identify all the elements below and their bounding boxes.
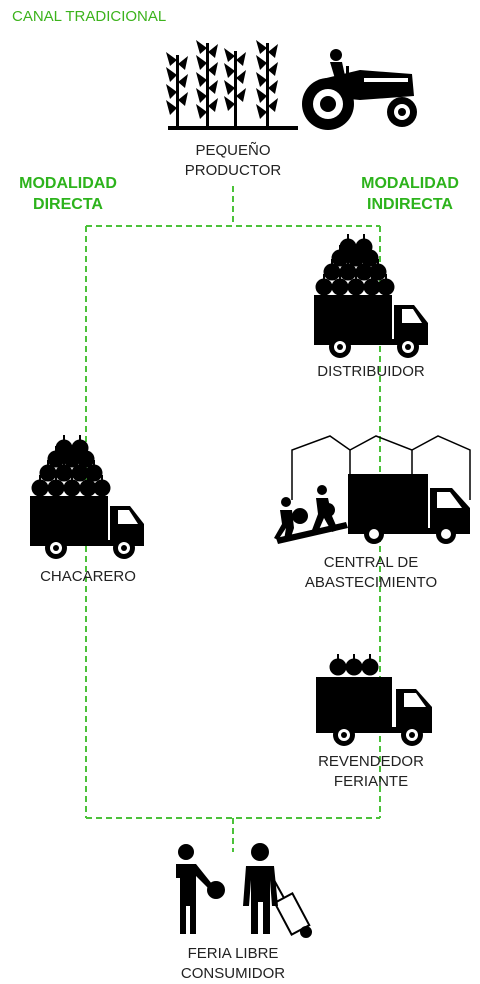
node-consumer-label: FERIA LIBRE CONSUMIDOR	[163, 944, 303, 984]
node-producer-label: PEQUEÑO PRODUCTOR	[163, 141, 303, 181]
node-central-label: CENTRAL DE ABASTECIMIENTO	[296, 553, 446, 593]
node-central-line2: ABASTECIMIENTO	[296, 573, 446, 593]
node-central-line1: CENTRAL DE	[296, 553, 446, 573]
node-consumer-line2: CONSUMIDOR	[163, 964, 303, 984]
node-producer-line2: PRODUCTOR	[163, 161, 303, 181]
node-reseller-line1: REVENDEDOR	[306, 752, 436, 772]
node-chacarero-label: CHACARERO	[20, 567, 156, 587]
corn-field-icon	[166, 40, 298, 130]
fruit-truck-icon	[316, 654, 432, 746]
node-reseller-label: REVENDEDOR FERIANTE	[306, 752, 436, 792]
person-icon	[176, 844, 225, 934]
node-consumer-line1: FERIA LIBRE	[163, 944, 303, 964]
node-reseller-line2: FERIANTE	[306, 772, 436, 792]
fruit-truck-icon	[348, 474, 470, 544]
porter-icon	[274, 485, 348, 544]
node-producer-line1: PEQUEÑO	[163, 141, 303, 161]
hand-truck-icon	[274, 880, 311, 937]
fruit-truck-icon	[30, 435, 144, 559]
node-distributor-label: DISTRIBUIDOR	[306, 362, 436, 382]
tractor-icon	[302, 49, 417, 130]
fruit-truck-icon	[314, 234, 428, 358]
person-icon	[243, 843, 278, 934]
